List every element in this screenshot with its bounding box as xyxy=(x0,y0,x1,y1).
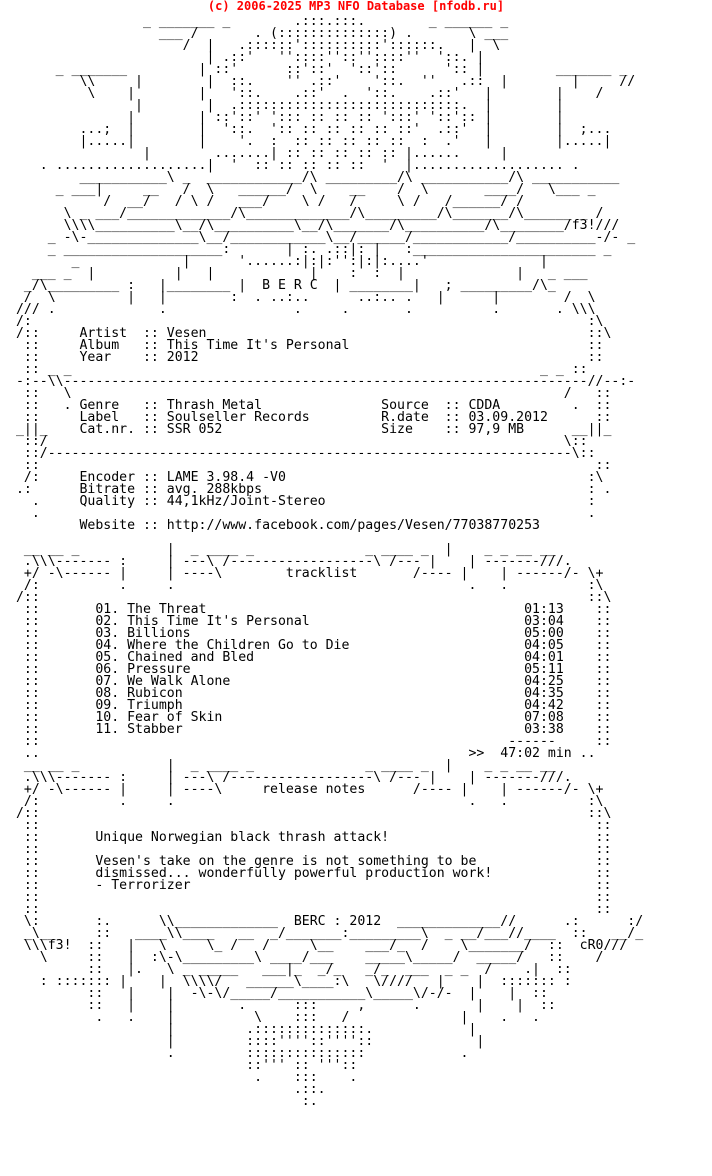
nfo-line: \ :: | :\-\_________\ ____/___ _____\___… xyxy=(8,950,604,965)
nfo-line: _ -\-______________\__/____________\__/_… xyxy=(8,230,636,245)
nfo-line: -:--\\----------------------------------… xyxy=(8,374,636,389)
nfo-line: _\__ :: ____\\____ __ _/_______:________… xyxy=(8,926,644,941)
nfo-line: | | ::'::' '::: :: :: :: ':::' '::':: | … xyxy=(8,110,564,125)
nfo-line: /:: ::\ xyxy=(8,806,612,821)
nfo-line: :: 11. Stabber 03:38 :: xyxy=(8,722,612,737)
nfo-line: :: 06. Pressure 05:11 :: xyxy=(8,662,612,677)
nfo-line: \ | | '::. .::' . '::. .::' | | / xyxy=(8,86,604,101)
nfo-line: . . xyxy=(8,506,596,521)
nfo-line: _ ____________________: | :. .::|: | :__… xyxy=(8,242,612,257)
site-banner[interactable]: (c) 2006-2025 MP3 NFO Database [nfodb.ru… xyxy=(207,0,505,13)
nfo-line: / | .::::::'::::::::::'::::::. | \ xyxy=(8,38,501,53)
nfo-line: ___________\ _ ____________/\ _________/… xyxy=(8,170,620,185)
nfo-line: \: :. \\_____________ BERC : 2012 ______… xyxy=(8,914,644,929)
nfo-line: :: :: xyxy=(8,458,612,473)
nfo-line: :: dismissed... wonderfully powerful pro… xyxy=(8,866,612,881)
nfo-line: / __/ / \ / ___/ \ / / \ / /______/ / xyxy=(8,194,525,209)
nfo-line: :: ------ :: xyxy=(8,734,612,749)
nfo-line: . . | \ ::: / | . . xyxy=(8,1010,540,1025)
nfo-line: / \ | | : . ..:.. ..:.. . | | / \ xyxy=(8,290,596,305)
nfo-line: _ _______ | ::' ::'::' '::':: ':: | ____… xyxy=(8,62,628,77)
nfo-line: :: 09. Triumph 04:42 :: xyxy=(8,698,612,713)
nfo-line: :: 01. The Threat 01:13 :: xyxy=(8,602,612,617)
nfo-line: ___ _ | | | | : : | | _ ___ xyxy=(8,266,588,281)
nfo-line: :: :: xyxy=(8,818,612,833)
nfo-line: \\\f3! :: | \ \_ / / \__ ___/_ / \______… xyxy=(8,938,628,953)
nfo-line: ::''' :: ''':: xyxy=(8,1058,358,1073)
nfo-line: /// . . . . . . . \\\ xyxy=(8,302,596,317)
nfo-line: :: | | -\-\/_____/___________\_____\/-/-… xyxy=(8,986,548,1001)
nfo-line: |.....| | '. : :: :: :: :: :: : .' | |..… xyxy=(8,134,612,149)
nfo-line: :: Unique Norwegian black thrash attack!… xyxy=(8,830,612,845)
nfo-line: :: Label :: Soulseller Records R.date ::… xyxy=(8,410,612,425)
nfo-line: ...; | | '::. ':: :: :: :: :: ::' .::' |… xyxy=(8,122,612,137)
nfo-line: .: Bitrate :: avg. 288kbps : . xyxy=(8,482,612,497)
nfo-line: | .::::::::::::::. | xyxy=(8,1022,477,1037)
nfo-line: :: 03. Billions 05:00 :: xyxy=(8,626,612,641)
nfo-line: . ...................| ' :: :: :: :: :: … xyxy=(8,158,580,173)
nfo-line: /:: ::\ xyxy=(8,590,612,605)
nfo-line: /: . . . . :\ xyxy=(8,794,604,809)
nfo-line: | ::::''''::'''':: | xyxy=(8,1034,485,1049)
nfo-line: :: Album :: This Time It's Personal :: xyxy=(8,338,604,353)
nfo-line: \ _ ___/_____________/\_____________/\__… xyxy=(8,206,604,221)
nfo-line: /: . . . . :\ xyxy=(8,578,604,593)
nfo-line: _/\_________ : |________ | B E R C | ___… xyxy=(8,278,556,293)
nfo-line: /:: Artist :: Vesen ::\ xyxy=(8,326,612,341)
nfo-line: :. xyxy=(8,1094,318,1109)
nfo-line: _ | '......:|:|:'':|:|:....' | xyxy=(8,254,548,269)
nfo-line: /: :\ xyxy=(8,314,604,329)
nfo-line: :: 02. This Time It's Personal 03:04 :: xyxy=(8,614,612,629)
nfo-line: +/ -\------ | | ----\ release notes /---… xyxy=(8,782,604,797)
nfo-line: ::/-------------------------------------… xyxy=(8,446,596,461)
nfo-line: __ __ _ | _ ____ _ _ ____ _ | _ _ __ __ xyxy=(8,758,556,773)
nfo-line: :: :: xyxy=(8,890,612,905)
nfo-line: .. >> 47:02 min .. xyxy=(8,746,596,761)
nfo-line: .\\\------- : | ---\ /------------------… xyxy=(8,770,572,785)
nfo-line: ___ / . (::::::::::::::) . \ ___ xyxy=(8,26,509,41)
nfo-line: . Quality :: 44,1kHz/Joint-Stereo : xyxy=(8,494,596,509)
nfo-line: _||_ Cat.nr. :: SSR 052 Size :: 97,9 MB … xyxy=(8,422,612,437)
nfo-line: :: 05. Chained and Bled 04:01 :: xyxy=(8,650,612,665)
nfo-line: :: 04. Where the Children Go to Die 04:0… xyxy=(8,638,612,653)
nfo-ascii-art-text: _ _______ _ .:::.:::. _ ______ _ ___ / .… xyxy=(8,14,644,1109)
nfo-line: _ _______ _ .:::.:::. _ ______ _ xyxy=(8,14,509,29)
nfo-line: | .......| :: :: :: :: :: |...... | xyxy=(8,146,509,161)
nfo-line: | .::' ''::::''::''::::'' '::. | xyxy=(8,50,485,65)
nfo-line: . ::::::::::::::: . xyxy=(8,1046,469,1061)
nfo-line: :: - Terrorizer :: xyxy=(8,878,612,893)
nfo-line: . ::: . xyxy=(8,1070,358,1085)
nfo-line: :: _ _ _ _ :: xyxy=(8,362,588,377)
nfo-line: \\ | | ::. '' .::' '::. '' .:: | | // xyxy=(8,74,636,89)
nfo-line: :: . Genre :: Thrash Metal Source :: CDD… xyxy=(8,398,612,413)
nfo-line: ::/ \:: xyxy=(8,434,588,449)
nfo-line: :: |. \ _ _____ ___|_ _/_ _/_ ___ _ _ / … xyxy=(8,962,572,977)
nfo-line: : ::::::: | | \\\\/ ______\____:\ \//// … xyxy=(8,974,572,989)
nfo-line: :: 08. Rubicon 04:35 :: xyxy=(8,686,612,701)
nfo-line: \\\\__________\__/\__________\__/\______… xyxy=(8,218,620,233)
nfo-line: :: 10. Fear of Skin 07:08 :: xyxy=(8,710,612,725)
nfo-line: :: :: xyxy=(8,842,612,857)
nfo-line: /: Encoder :: LAME 3.98.4 -V0 :\ xyxy=(8,470,604,485)
nfo-line: .\\\------- : | ---\ /------------------… xyxy=(8,554,572,569)
nfo-line: Website :: http://www.facebook.com/pages… xyxy=(8,518,540,533)
nfo-line: :: Vesen's take on the genre is not some… xyxy=(8,854,612,869)
nfo-line: __ __ _ | _ ____ _ _ ____ _ | _ _ __ __ xyxy=(8,542,556,557)
nfo-line: :: Year :: 2012 :: xyxy=(8,350,604,365)
nfo-line: .::. xyxy=(8,1082,326,1097)
nfo-line: :: | | . ::: , . | | :: xyxy=(8,998,556,1013)
nfo-line: :: \ / :: xyxy=(8,386,612,401)
nfo-line: :: 07. We Walk Alone 04:25 :: xyxy=(8,674,612,689)
nfo-line: | | .::::::::::::::::::::::::::::. | | xyxy=(8,98,564,113)
nfo-line: :: :: xyxy=(8,902,612,917)
nfo-line: _ ___| __ / \ ______/ \ __ / \ ____/ \__… xyxy=(8,182,596,197)
nfo-line: +/ -\------ | | ----\ tracklist /---- | … xyxy=(8,566,604,581)
